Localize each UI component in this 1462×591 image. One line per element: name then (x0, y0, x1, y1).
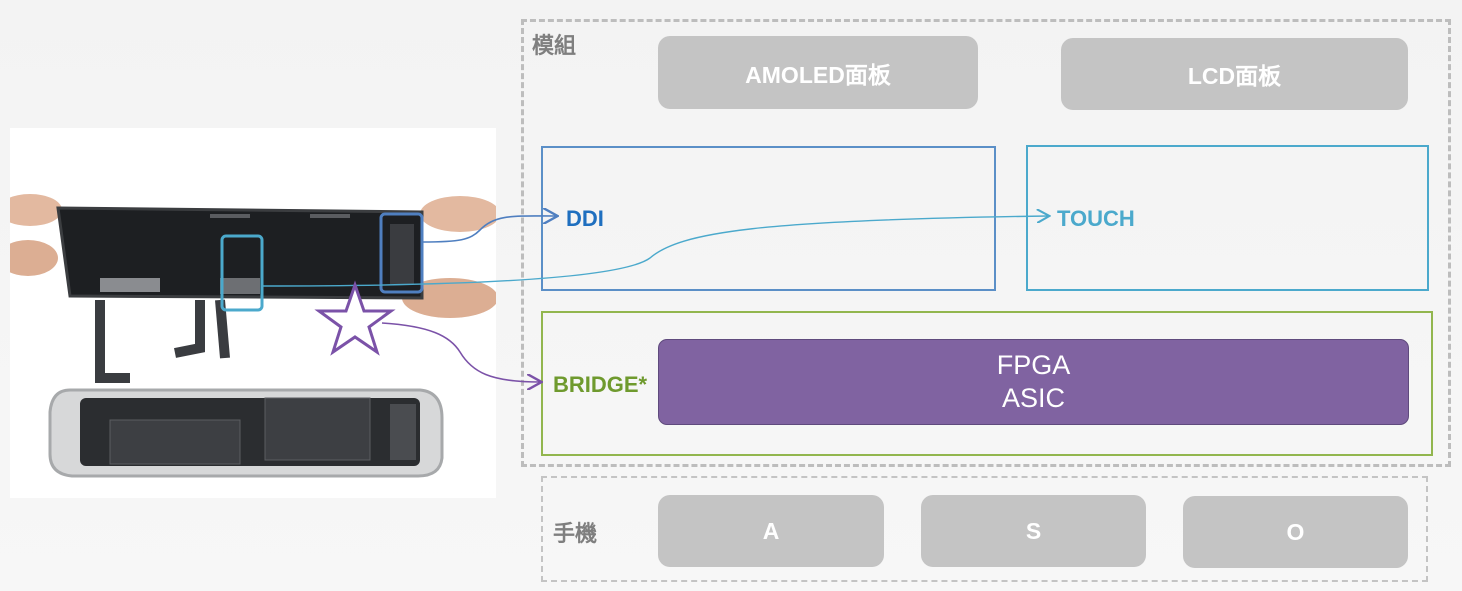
finger-left-top (0, 194, 62, 226)
phone-label: 手機 (553, 521, 598, 546)
ddi-label: DDI (566, 206, 604, 231)
phone-teardown-illustration (0, 194, 500, 478)
brand-pill-a: A (658, 495, 884, 567)
finger-right-bottom (402, 278, 498, 318)
panel-connector-left (100, 278, 160, 292)
lcd-panel-pill: LCD面板 (1061, 38, 1408, 110)
module-region (521, 19, 1451, 467)
finger-right-top (420, 196, 500, 232)
touch-label: TOUCH (1057, 206, 1135, 231)
panel-flex-right (390, 224, 414, 284)
arrow-to-touch (261, 216, 1048, 287)
chip-line-fpga: FPGA (996, 350, 1071, 380)
touch-box (1026, 145, 1429, 291)
amoled-panel-pill: AMOLED面板 (658, 36, 978, 109)
board-component (390, 404, 416, 460)
battery-left (109, 419, 241, 465)
brand-pill-o: O (1183, 496, 1408, 568)
arrow-to-bridge (381, 322, 540, 382)
phone-region (541, 476, 1428, 582)
panel-connector-center (220, 278, 260, 294)
flex-cable-1 (95, 300, 130, 383)
arrow-to-ddi (421, 216, 556, 243)
flex-cable-2 (174, 300, 205, 358)
phone-teardown-photo (0, 128, 500, 498)
chip-line-asic: ASIC (1001, 383, 1066, 413)
touch-ic-highlight (220, 234, 264, 312)
flex-cable-3 (215, 299, 230, 359)
fpga-asic-chip: FPGA ASIC (658, 339, 1409, 425)
display-panel (56, 206, 424, 300)
ddi-box (541, 146, 996, 291)
bridge-label: BRIDGE* (553, 372, 648, 397)
speaker-slot (210, 214, 250, 218)
ddi-highlight (379, 212, 424, 294)
speaker-slot-2 (310, 214, 350, 218)
brand-pill-s: S (921, 495, 1146, 567)
finger-left-mid (0, 240, 58, 276)
module-label: 模組 (532, 33, 577, 58)
battery-right (264, 397, 371, 461)
star-marker-icon (314, 280, 396, 356)
